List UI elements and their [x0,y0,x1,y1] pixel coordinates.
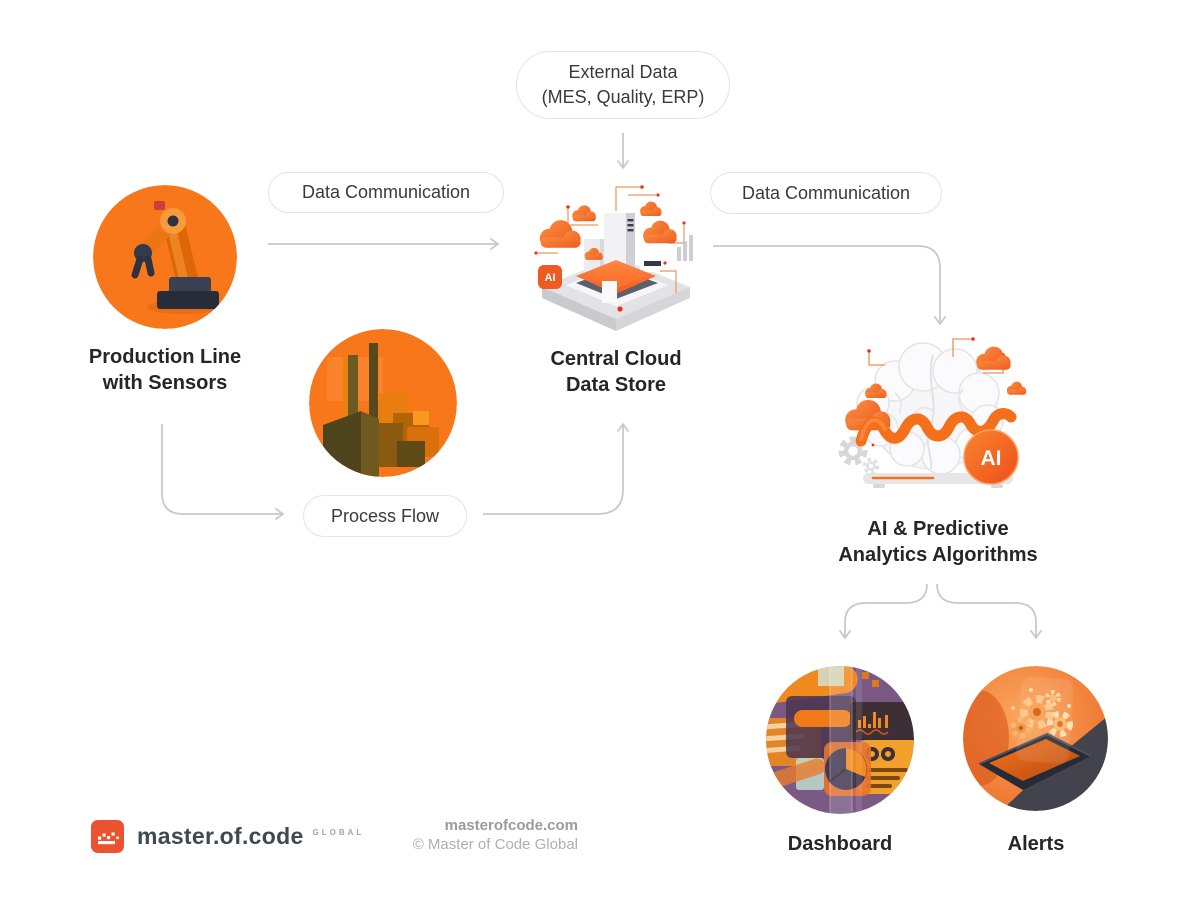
data-communication-right-pill: Data Communication [710,172,942,214]
external-data-line2: (MES, Quality, ERP) [541,87,705,107]
arrow-ai-to-dashboard [839,583,928,639]
dashboard-icon [766,666,914,814]
robot-arm-icon [93,185,237,329]
process-flow-label: Process Flow [330,505,440,526]
ai-brain-icon: AI [838,337,1027,488]
ai-badge-square [538,265,562,289]
dashboard-illustration [766,666,914,814]
crown-logo-icon [91,820,124,853]
company-logo: master.of.code GLOBAL [91,820,364,853]
central-cloud-label-line2: Data Store [565,374,667,396]
arrow-production-to-processflow [161,424,284,520]
ai-badge-text-brain: AI [981,447,1002,470]
logo-suffix: GLOBAL [312,828,365,837]
ai-analytics-label-line1: AI & Predictive [867,518,1009,540]
arrow-ai-to-alerts [936,583,1042,639]
factory-illustration [309,329,457,477]
alerts-icon [963,666,1108,811]
external-data-line1: External Data [568,62,678,82]
dashboard-label-text: Dashboard [787,833,893,855]
external-data-node: External Data (MES, Quality, ERP) [516,51,730,119]
data-communication-right-label: Data Communication [741,182,911,203]
alerts-label: Alerts [965,831,1107,857]
website-text: masterofcode.com [444,817,578,834]
central-cloud-label: Central Cloud Data Store [496,346,736,398]
signal-squiggle [855,408,1017,447]
alerts-illustration [963,666,1108,811]
data-communication-left-pill: Data Communication [268,172,504,213]
ai-analytics-label-line2: Analytics Algorithms [838,544,1038,566]
data-communication-left-label: Data Communication [301,182,471,202]
ai-badge-text-cloud: AI [545,272,556,284]
alerts-label-text: Alerts [1007,833,1065,855]
central-cloud-illustration: AI [528,175,703,335]
production-line-illustration [93,185,237,329]
ai-badge-circle [963,429,1019,485]
central-cloud-label-line1: Central Cloud [550,348,682,370]
logo-text: master.of.code [137,823,304,849]
production-line-label: Production Line with Sensors [45,344,285,396]
arrow-processflow-to-cloud [483,423,629,515]
ai-analytics-label: AI & Predictive Analytics Algorithms [808,516,1068,568]
arrow-cloud-to-ai [713,245,946,325]
dashboard-label: Dashboard [770,831,910,857]
footer-credits: masterofcode.com © Master of Code Global [360,816,578,854]
production-line-label-line2: with Sensors [102,372,228,394]
production-line-label-line1: Production Line [88,346,242,368]
process-flow-pill: Process Flow [303,495,467,537]
factory-icon [309,329,457,477]
ai-brain-illustration: AI [833,333,1038,503]
cloud-datastore-icon: AI [534,185,693,331]
copyright-text: © Master of Code Global [412,836,578,853]
